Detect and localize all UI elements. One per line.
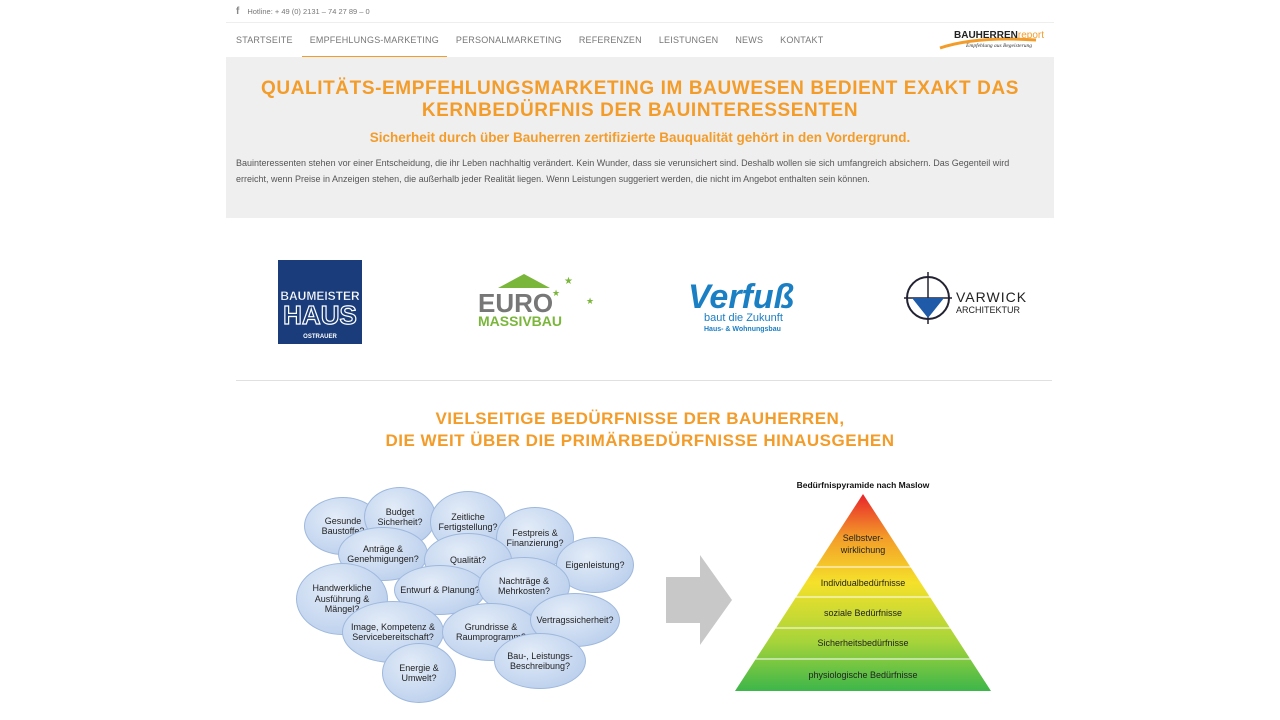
- nav-item-news[interactable]: NEWS: [735, 35, 764, 45]
- svg-text:VARWICK: VARWICK: [956, 289, 1027, 305]
- bauherrenreport-logo[interactable]: BAUHERRENreport Empfehlung aus Begeister…: [936, 26, 1046, 56]
- pyramid-level-2: Individualbedürfnisse: [821, 578, 906, 588]
- topbar: f Hotline: + 49 (0) 2131 – 74 27 89 – 0: [226, 0, 1054, 22]
- section-title: VIELSEITIGE BEDÜRFNISSE DER BAUHERREN, D…: [385, 409, 895, 450]
- svg-text:Haus- & Wohnungsbau: Haus- & Wohnungsbau: [704, 326, 781, 333]
- nav-item-leistungen[interactable]: LEISTUNGEN: [658, 35, 719, 45]
- right-arrow-icon: [666, 555, 732, 645]
- euro-massivbau-logo[interactable]: ★ ★ ★ EURO MASSIVBAU: [476, 270, 606, 332]
- hero-body: Bauinteressenten stehen vor einer Entsch…: [236, 158, 1010, 184]
- svg-text:EURO: EURO: [478, 288, 553, 318]
- pyramid-body: [735, 494, 991, 691]
- pyramid-level-1: Selbstver-: [843, 533, 884, 543]
- nav-item-kontakt[interactable]: KONTAKT: [780, 35, 824, 45]
- svg-text:Empfehlung aus Begeisterung: Empfehlung aus Begeisterung: [965, 42, 1032, 49]
- nav-item-referenzen[interactable]: REFERENZEN: [578, 35, 642, 45]
- varwick-architektur-logo[interactable]: VARWICK ARCHITEKTUR: [904, 272, 1034, 324]
- svg-text:★: ★: [552, 289, 560, 299]
- pyramid-title: Bedürfnispyramide nach Maslow: [797, 480, 930, 490]
- maslow-pyramid: Bedürfnispyramide nach Maslow Selbstver-…: [735, 480, 991, 691]
- divider: [236, 380, 1052, 381]
- need-bubble: Energie & Umwelt?: [382, 643, 456, 703]
- hero-section: QUALITÄTS-EMPFEHLUNGSMARKETING IM BAUWES…: [226, 57, 1054, 218]
- pyramid-level-1: wirklichung: [840, 545, 886, 555]
- facebook-icon[interactable]: f: [236, 5, 240, 17]
- need-bubble: Bau-, Leistungs-Beschreibung?: [494, 633, 586, 689]
- page: f Hotline: + 49 (0) 2131 – 74 27 89 – 0 …: [226, 0, 1054, 720]
- nav-item-startseite[interactable]: STARTSEITE: [236, 35, 293, 45]
- partner-logos: BAUMEISTER HAUS OSTRAUER ★ ★ ★ EURO MASS…: [226, 258, 1054, 348]
- main-nav: STARTSEITE EMPFEHLUNGS-MARKETING PERSONA…: [226, 22, 1054, 58]
- svg-text:ARCHITEKTUR: ARCHITEKTUR: [956, 305, 1021, 315]
- hotline-text: Hotline: + 49 (0) 2131 – 74 27 89 – 0: [247, 6, 370, 16]
- svg-text:Verfuß: Verfuß: [688, 278, 794, 316]
- verfuss-logo[interactable]: Verfuß baut die Zukunft Haus- & Wohnungs…: [686, 276, 816, 336]
- need-bubble: Eigenleistung?: [556, 537, 634, 593]
- nav-item-personalmarketing[interactable]: PERSONALMARKETING: [455, 35, 562, 45]
- svg-text:★: ★: [564, 276, 573, 287]
- svg-text:baut die Zukunft: baut die Zukunft: [704, 312, 783, 324]
- hero-title: QUALITÄTS-EMPFEHLUNGSMARKETING IM BAUWES…: [261, 78, 1019, 121]
- svg-text:HAUS: HAUS: [283, 300, 357, 330]
- needs-cloud: Gesunde Baustoffe? Budget Sicherheit? Ze…: [226, 485, 634, 705]
- pyramid-level-3: soziale Bedürfnisse: [824, 608, 902, 618]
- nav-item-empfehlungs-marketing[interactable]: EMPFEHLUNGS-MARKETING: [301, 23, 448, 58]
- svg-text:BAUMEISTER: BAUMEISTER: [280, 289, 360, 303]
- pyramid-level-4: Sicherheitsbedürfnisse: [817, 638, 908, 648]
- svg-text:MASSIVBAU: MASSIVBAU: [478, 313, 562, 329]
- baumeister-haus-logo[interactable]: BAUMEISTER HAUS OSTRAUER: [278, 260, 362, 344]
- need-bubble: Grundrisse & Raumprogramm?: [442, 603, 540, 661]
- svg-text:BAUHERRENreport: BAUHERRENreport: [954, 30, 1044, 41]
- pyramid-level-5: physiologische Bedürfnisse: [808, 670, 917, 680]
- svg-text:★: ★: [586, 297, 594, 307]
- hero-subtitle: Sicherheit durch über Bauherren zertifiz…: [369, 130, 911, 145]
- svg-text:OSTRAUER: OSTRAUER: [303, 334, 337, 340]
